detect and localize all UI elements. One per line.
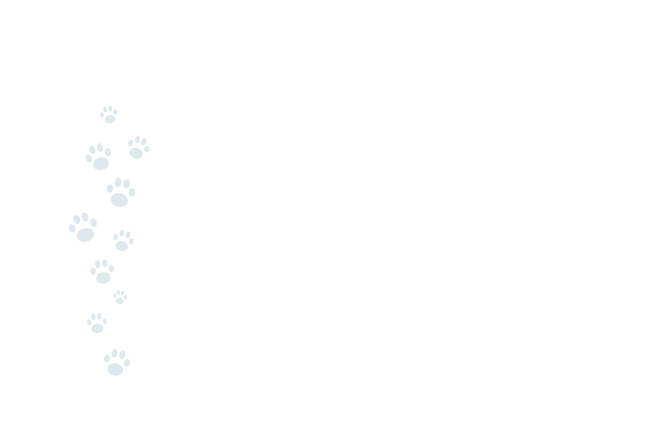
paw-print-icon [85,255,120,289]
paw-print-icon [78,137,121,179]
paw-print-icon [94,102,124,129]
paw-print-icon [97,343,136,383]
paw-print-icon [99,172,142,214]
paw-print-icon [110,288,130,307]
paw-print-icon [83,310,111,337]
paw-print-icon [119,130,157,167]
paw-print-icon [61,206,106,250]
paw-print-icon [107,225,139,257]
